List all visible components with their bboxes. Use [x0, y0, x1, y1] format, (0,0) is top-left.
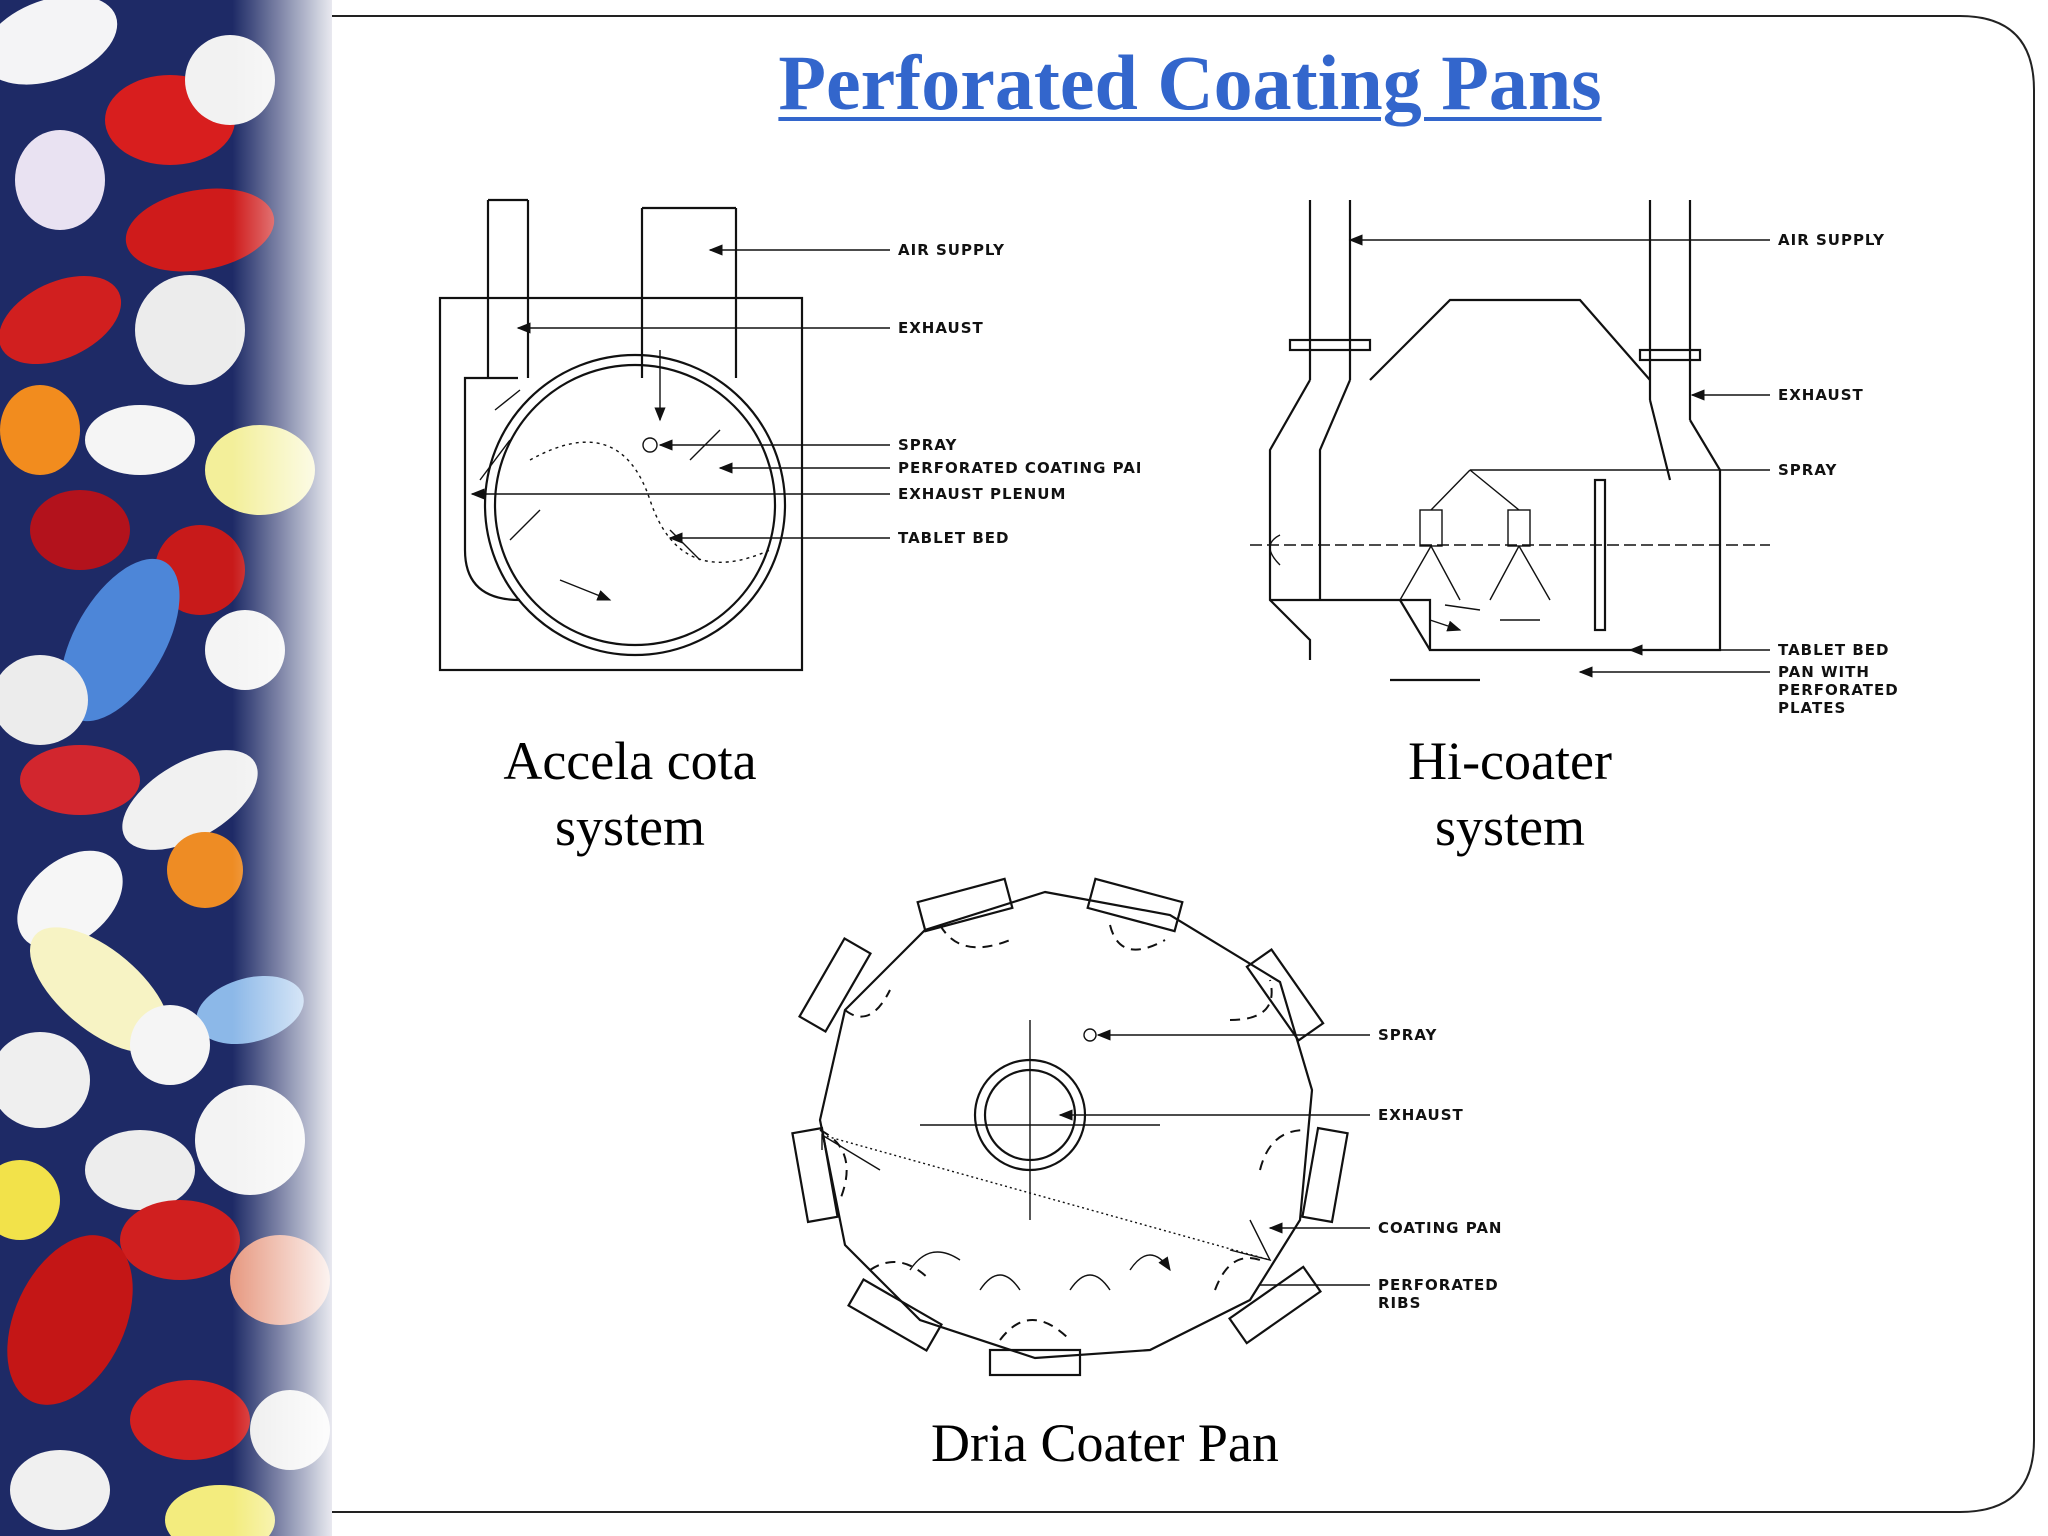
dria-label-exhaust: EXHAUST [1378, 1106, 1464, 1124]
hicoater-label-pan-with: PAN WITH [1778, 663, 1870, 681]
slide-title: Perforated Coating Pans [778, 39, 1602, 126]
accela-label-tablet-bed: TABLET BED [898, 529, 1010, 547]
dria-coater-caption: Dria Coater Pan [931, 1413, 1279, 1473]
hicoater-label-plates: PLATES [1778, 699, 1846, 717]
hicoater-label-spray: SPRAY [1778, 461, 1838, 479]
accela-caption-line2: system [554, 797, 705, 857]
hicoater-label-tablet-bed: TABLET BED [1778, 641, 1890, 659]
accela-label-perforated-coating-pan: PERFORATED COATING PAN [898, 459, 1140, 477]
hicoater-caption-line2: system [1434, 797, 1585, 857]
hi-coater-diagram: AIR SUPPLY EXHAUST SPRAY TABLET BED PAN … [1250, 200, 1899, 717]
dria-label-perforated: PERFORATED [1378, 1276, 1499, 1294]
dria-label-spray: SPRAY [1378, 1026, 1438, 1044]
dria-label-ribs: RIBS [1378, 1294, 1421, 1312]
hicoater-caption-line1: Hi-coater [1408, 731, 1612, 791]
hi-coater-caption: Hi-coater system [1320, 728, 1700, 860]
accela-label-exhaust-plenum: EXHAUST PLENUM [898, 485, 1066, 503]
pills-background-image [0, 0, 332, 1536]
accela-label-spray: SPRAY [898, 436, 958, 454]
accela-cota-caption: Accela cota system [440, 728, 820, 860]
dria-label-coating-pan: COATING PAN [1378, 1219, 1502, 1237]
hicoater-label-perforated: PERFORATED [1778, 681, 1899, 699]
accela-cota-diagram: AIR SUPPLY EXHAUST SPRAY PERFORATED COAT… [438, 198, 1140, 672]
hicoater-label-exhaust: EXHAUST [1778, 386, 1864, 404]
accela-caption-line1: Accela cota [503, 731, 757, 791]
accela-label-air-supply: AIR SUPPLY [898, 241, 1005, 259]
hicoater-label-air-supply: AIR SUPPLY [1778, 231, 1885, 249]
accela-label-exhaust: EXHAUST [898, 319, 984, 337]
dria-coater-diagram: SPRAY EXHAUST COATING PAN PERFORATED RIB… [791, 877, 1502, 1377]
